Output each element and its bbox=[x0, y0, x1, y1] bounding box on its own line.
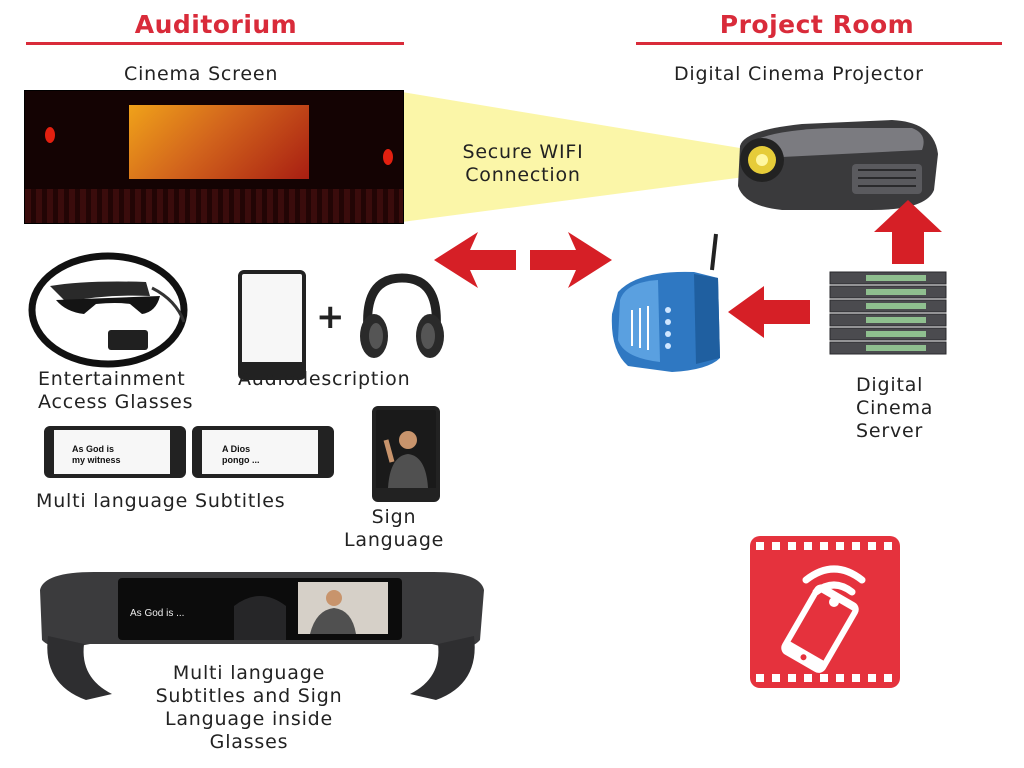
server-caption-line-2: Cinema bbox=[856, 397, 934, 419]
signer-figure bbox=[383, 431, 428, 488]
access-glasses-icon bbox=[28, 252, 188, 368]
subtitle-en-text: As God is my witness bbox=[72, 444, 121, 466]
wall-lamp-right bbox=[383, 149, 393, 165]
audio-phone-icon bbox=[238, 270, 306, 380]
sign-caption-line-2: Language bbox=[344, 529, 445, 551]
projector-icon bbox=[738, 120, 938, 210]
cinema-screen-image bbox=[24, 90, 404, 224]
arrow-left-to-router bbox=[728, 286, 810, 338]
sign-language-phone bbox=[372, 406, 440, 502]
subtitle-en-line-1: As God is bbox=[72, 444, 115, 454]
cinema-server-icon bbox=[829, 271, 947, 355]
inside-caption-line-1: Multi language bbox=[172, 662, 326, 684]
sign-caption: Sign Language bbox=[344, 506, 444, 552]
project-room-rule bbox=[636, 42, 1002, 45]
arrow-up bbox=[874, 200, 942, 264]
arrow-left bbox=[434, 232, 516, 288]
subtitle-phone-es: A Dios pongo ... bbox=[192, 426, 334, 478]
glasses-view-subtitle: As God is ... bbox=[130, 608, 185, 619]
subtitle-es-line-1: A Dios bbox=[222, 444, 251, 454]
wifi-label-line-2: Connection bbox=[465, 164, 581, 186]
audiodescription-caption: Audiodescription bbox=[238, 368, 411, 390]
cinema-seats bbox=[25, 189, 403, 223]
wifi-label-line-1: Secure WIFI bbox=[462, 141, 584, 163]
auditorium-title: Auditorium bbox=[134, 10, 298, 39]
wifi-phone-app-icon[interactable] bbox=[750, 536, 900, 688]
subtitle-en-line-2: my witness bbox=[72, 455, 121, 465]
inside-caption-line-4: Glasses bbox=[209, 731, 289, 753]
glasses-caption-line-1: Entertainment bbox=[38, 368, 186, 390]
subtitle-phone-en: As God is my witness bbox=[44, 426, 186, 478]
server-caption-line-3: Server bbox=[856, 420, 924, 442]
server-caption: Digital Cinema Server bbox=[856, 374, 933, 443]
sign-caption-line-1: Sign bbox=[371, 506, 417, 528]
subtitle-es-text: A Dios pongo ... bbox=[222, 444, 260, 466]
arrow-right bbox=[530, 232, 612, 288]
projector-caption: Digital Cinema Projector bbox=[674, 63, 924, 85]
glasses-caption: Entertainment Access Glasses bbox=[38, 368, 193, 414]
glasses-inside-view bbox=[40, 572, 484, 700]
film-frame bbox=[129, 105, 309, 179]
inside-caption-line-2: Subtitles and Sign bbox=[155, 685, 343, 707]
inside-caption-line-3: Language inside bbox=[164, 708, 334, 730]
cinema-screen-caption: Cinema Screen bbox=[124, 63, 279, 85]
subtitle-es-line-2: pongo ... bbox=[222, 455, 260, 465]
server-caption-line-1: Digital bbox=[856, 374, 924, 396]
glasses-caption-line-2: Access Glasses bbox=[38, 391, 194, 413]
wall-lamp-left bbox=[45, 127, 55, 143]
wifi-router-icon bbox=[611, 233, 720, 372]
auditorium-rule bbox=[26, 42, 404, 45]
subtitles-caption: Multi language Subtitles bbox=[36, 490, 286, 512]
headphones-icon bbox=[360, 273, 444, 358]
double-arrow bbox=[434, 232, 612, 288]
project-room-title: Project Room bbox=[719, 10, 915, 39]
plus-sign: + bbox=[316, 297, 345, 337]
wifi-label: Secure WIFI Connection bbox=[450, 141, 596, 187]
inside-glasses-caption: Multi language Subtitles and Sign Langua… bbox=[134, 662, 364, 754]
